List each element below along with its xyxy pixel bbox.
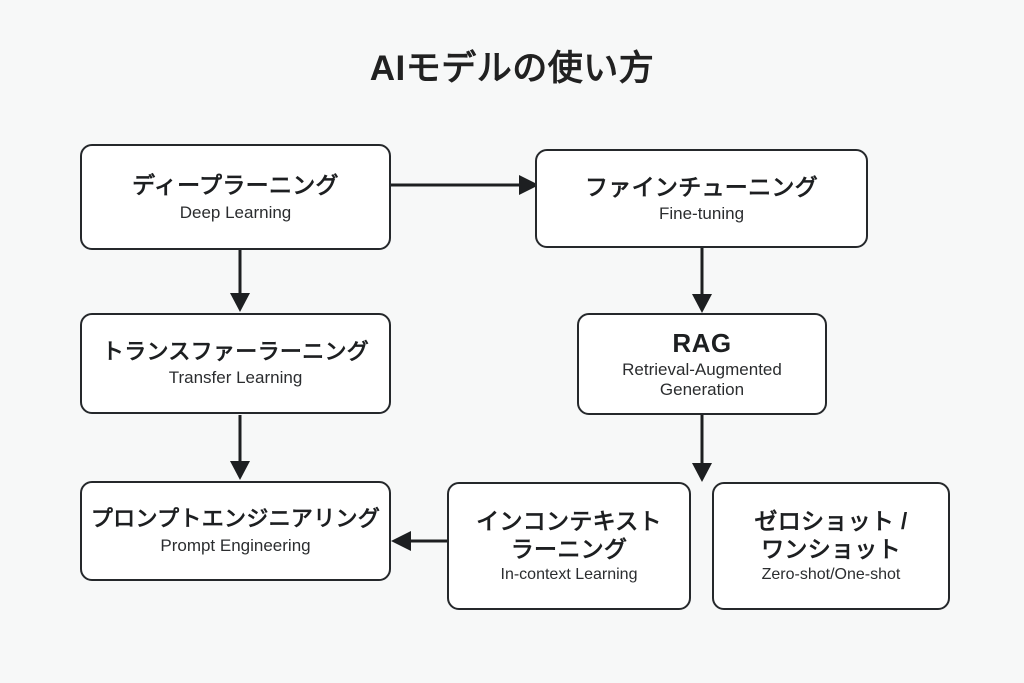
node-rag-jp-label: RAG bbox=[672, 327, 732, 358]
arrow-deep-learning-to-fine-tuning bbox=[391, 165, 541, 205]
node-zero-one-shot[interactable]: ゼロショット / ワンショット Zero-shot/One-shot bbox=[712, 482, 950, 610]
node-rag-en-label: Retrieval-Augmented Generation bbox=[622, 360, 782, 400]
node-fine-tuning-jp-label: ファインチューニング bbox=[585, 173, 818, 200]
arrow-fine-tuning-to-rag bbox=[682, 248, 722, 314]
node-transfer-learning-en-label: Transfer Learning bbox=[168, 368, 303, 388]
node-prompt-engineering[interactable]: プロンプトエンジニアリング Prompt Engineering bbox=[80, 481, 391, 581]
node-in-context-learning-jp-label: インコンテキスト ラーニング bbox=[476, 508, 662, 563]
page-title: AIモデルの使い方 bbox=[369, 49, 655, 88]
node-in-context-learning-en-label: In-context Learning bbox=[500, 566, 638, 584]
node-prompt-engineering-jp-label: プロンプトエンジニアリング bbox=[90, 506, 381, 532]
node-zero-one-shot-jp-label: ゼロショット / ワンショット bbox=[754, 508, 908, 563]
node-fine-tuning[interactable]: ファインチューニング Fine-tuning bbox=[535, 149, 868, 248]
node-deep-learning-en-label: Deep Learning bbox=[179, 202, 292, 222]
node-fine-tuning-en-label: Fine-tuning bbox=[658, 204, 745, 223]
arrow-deep-learning-to-transfer-learning bbox=[220, 250, 260, 313]
node-deep-learning[interactable]: ディープラーニング Deep Learning bbox=[80, 144, 391, 250]
node-prompt-engineering-en-label: Prompt Engineering bbox=[160, 535, 311, 555]
node-rag[interactable]: RAG Retrieval-Augmented Generation bbox=[577, 313, 827, 415]
arrow-in-context-learning-to-prompt-engineering bbox=[391, 521, 449, 561]
arrow-transfer-learning-to-prompt-engineering bbox=[220, 415, 260, 481]
node-transfer-learning[interactable]: トランスファーラーニング Transfer Learning bbox=[80, 313, 391, 414]
node-zero-one-shot-en-label: Zero-shot/One-shot bbox=[761, 566, 901, 584]
node-transfer-learning-jp-label: トランスファーラーニング bbox=[101, 338, 370, 364]
arrow-rag-to-shot-boxes bbox=[682, 415, 722, 483]
node-deep-learning-jp-label: ディープラーニング bbox=[132, 172, 339, 199]
node-in-context-learning[interactable]: インコンテキスト ラーニング In-context Learning bbox=[447, 482, 691, 610]
